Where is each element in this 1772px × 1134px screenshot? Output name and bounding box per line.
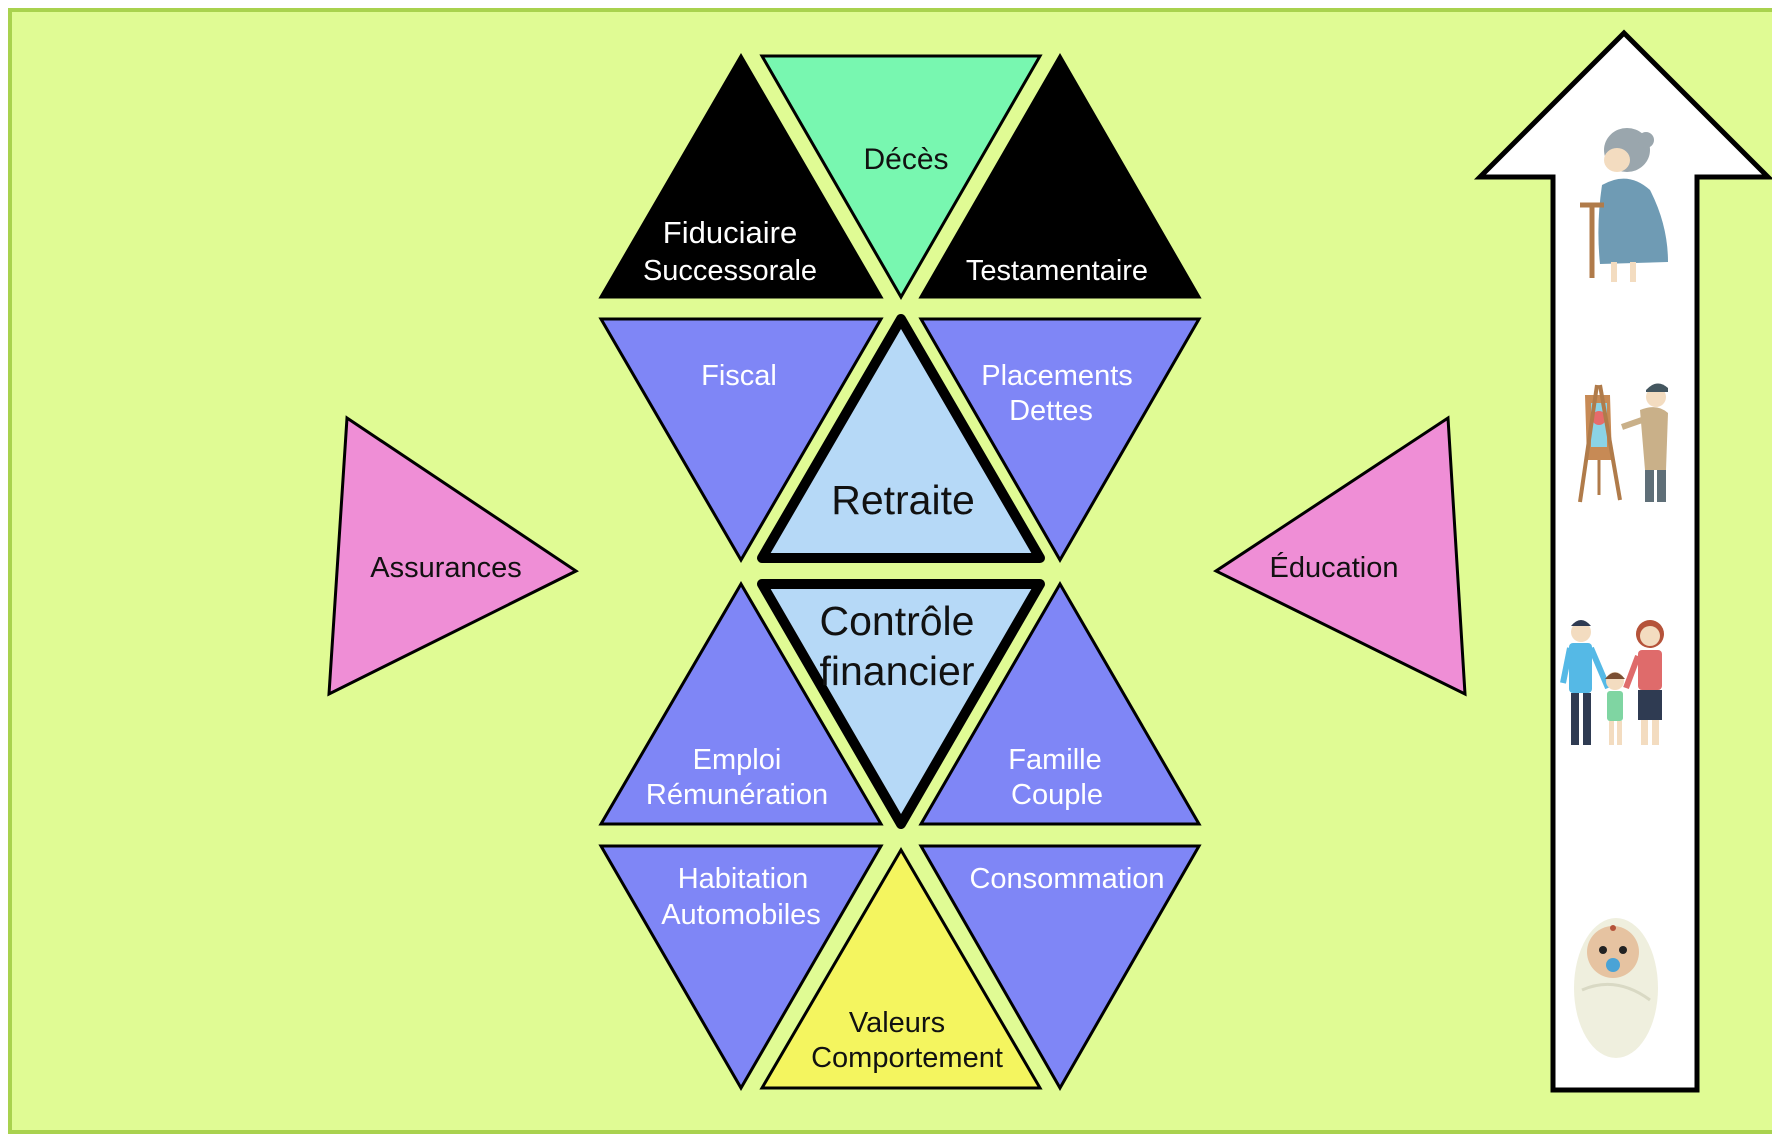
label-emploi-2: Rémunération xyxy=(646,779,828,811)
label-placements-2: Dettes xyxy=(1009,395,1093,427)
label-valeurs-2: Comportement xyxy=(811,1042,1003,1074)
label-fiduciaire-1: Fiduciaire xyxy=(663,215,797,250)
label-valeurs-1: Valeurs xyxy=(849,1007,945,1039)
label-testamentaire: Testamentaire xyxy=(966,255,1148,287)
label-assurances: Assurances xyxy=(370,552,522,584)
label-education: Éducation xyxy=(1270,551,1399,584)
tile-testamentaire xyxy=(918,52,1202,299)
label-controle-1: Contrôle xyxy=(820,598,975,644)
label-famille-1: Famille xyxy=(1008,744,1101,776)
tile-controle xyxy=(757,579,1045,829)
tile-placements xyxy=(918,317,1202,564)
tile-fiduciaire xyxy=(598,53,884,299)
tile-emploi xyxy=(598,581,884,826)
label-deces: Décès xyxy=(863,143,948,176)
label-habitation-1: Habitation xyxy=(678,863,809,895)
label-consommation: Consommation xyxy=(969,863,1164,895)
label-fiduciaire-2: Successorale xyxy=(643,255,817,287)
elderly-person-icon xyxy=(1580,128,1668,282)
label-retraite: Retraite xyxy=(831,477,975,523)
label-placements-1: Placements xyxy=(981,360,1133,392)
label-controle-2: financier xyxy=(820,648,975,694)
label-famille-2: Couple xyxy=(1011,779,1103,811)
tile-valeurs xyxy=(759,847,1043,1090)
tile-consommation xyxy=(918,844,1202,1092)
label-habitation-2: Automobiles xyxy=(661,899,821,931)
painter-icon xyxy=(1578,383,1668,503)
tile-assurances xyxy=(327,415,579,697)
tile-habitation xyxy=(598,844,884,1091)
tile-fiscal xyxy=(598,317,884,563)
tile-famille xyxy=(918,581,1202,826)
baby-icon xyxy=(1574,918,1658,1058)
label-fiscal: Fiscal xyxy=(701,360,777,392)
label-emploi-1: Emploi xyxy=(693,744,782,776)
tile-education xyxy=(1212,415,1467,697)
tile-retraite xyxy=(757,314,1045,563)
tile-deces xyxy=(759,54,1043,301)
life-progression-arrow xyxy=(1473,29,1772,1093)
family-icon xyxy=(1560,620,1664,745)
